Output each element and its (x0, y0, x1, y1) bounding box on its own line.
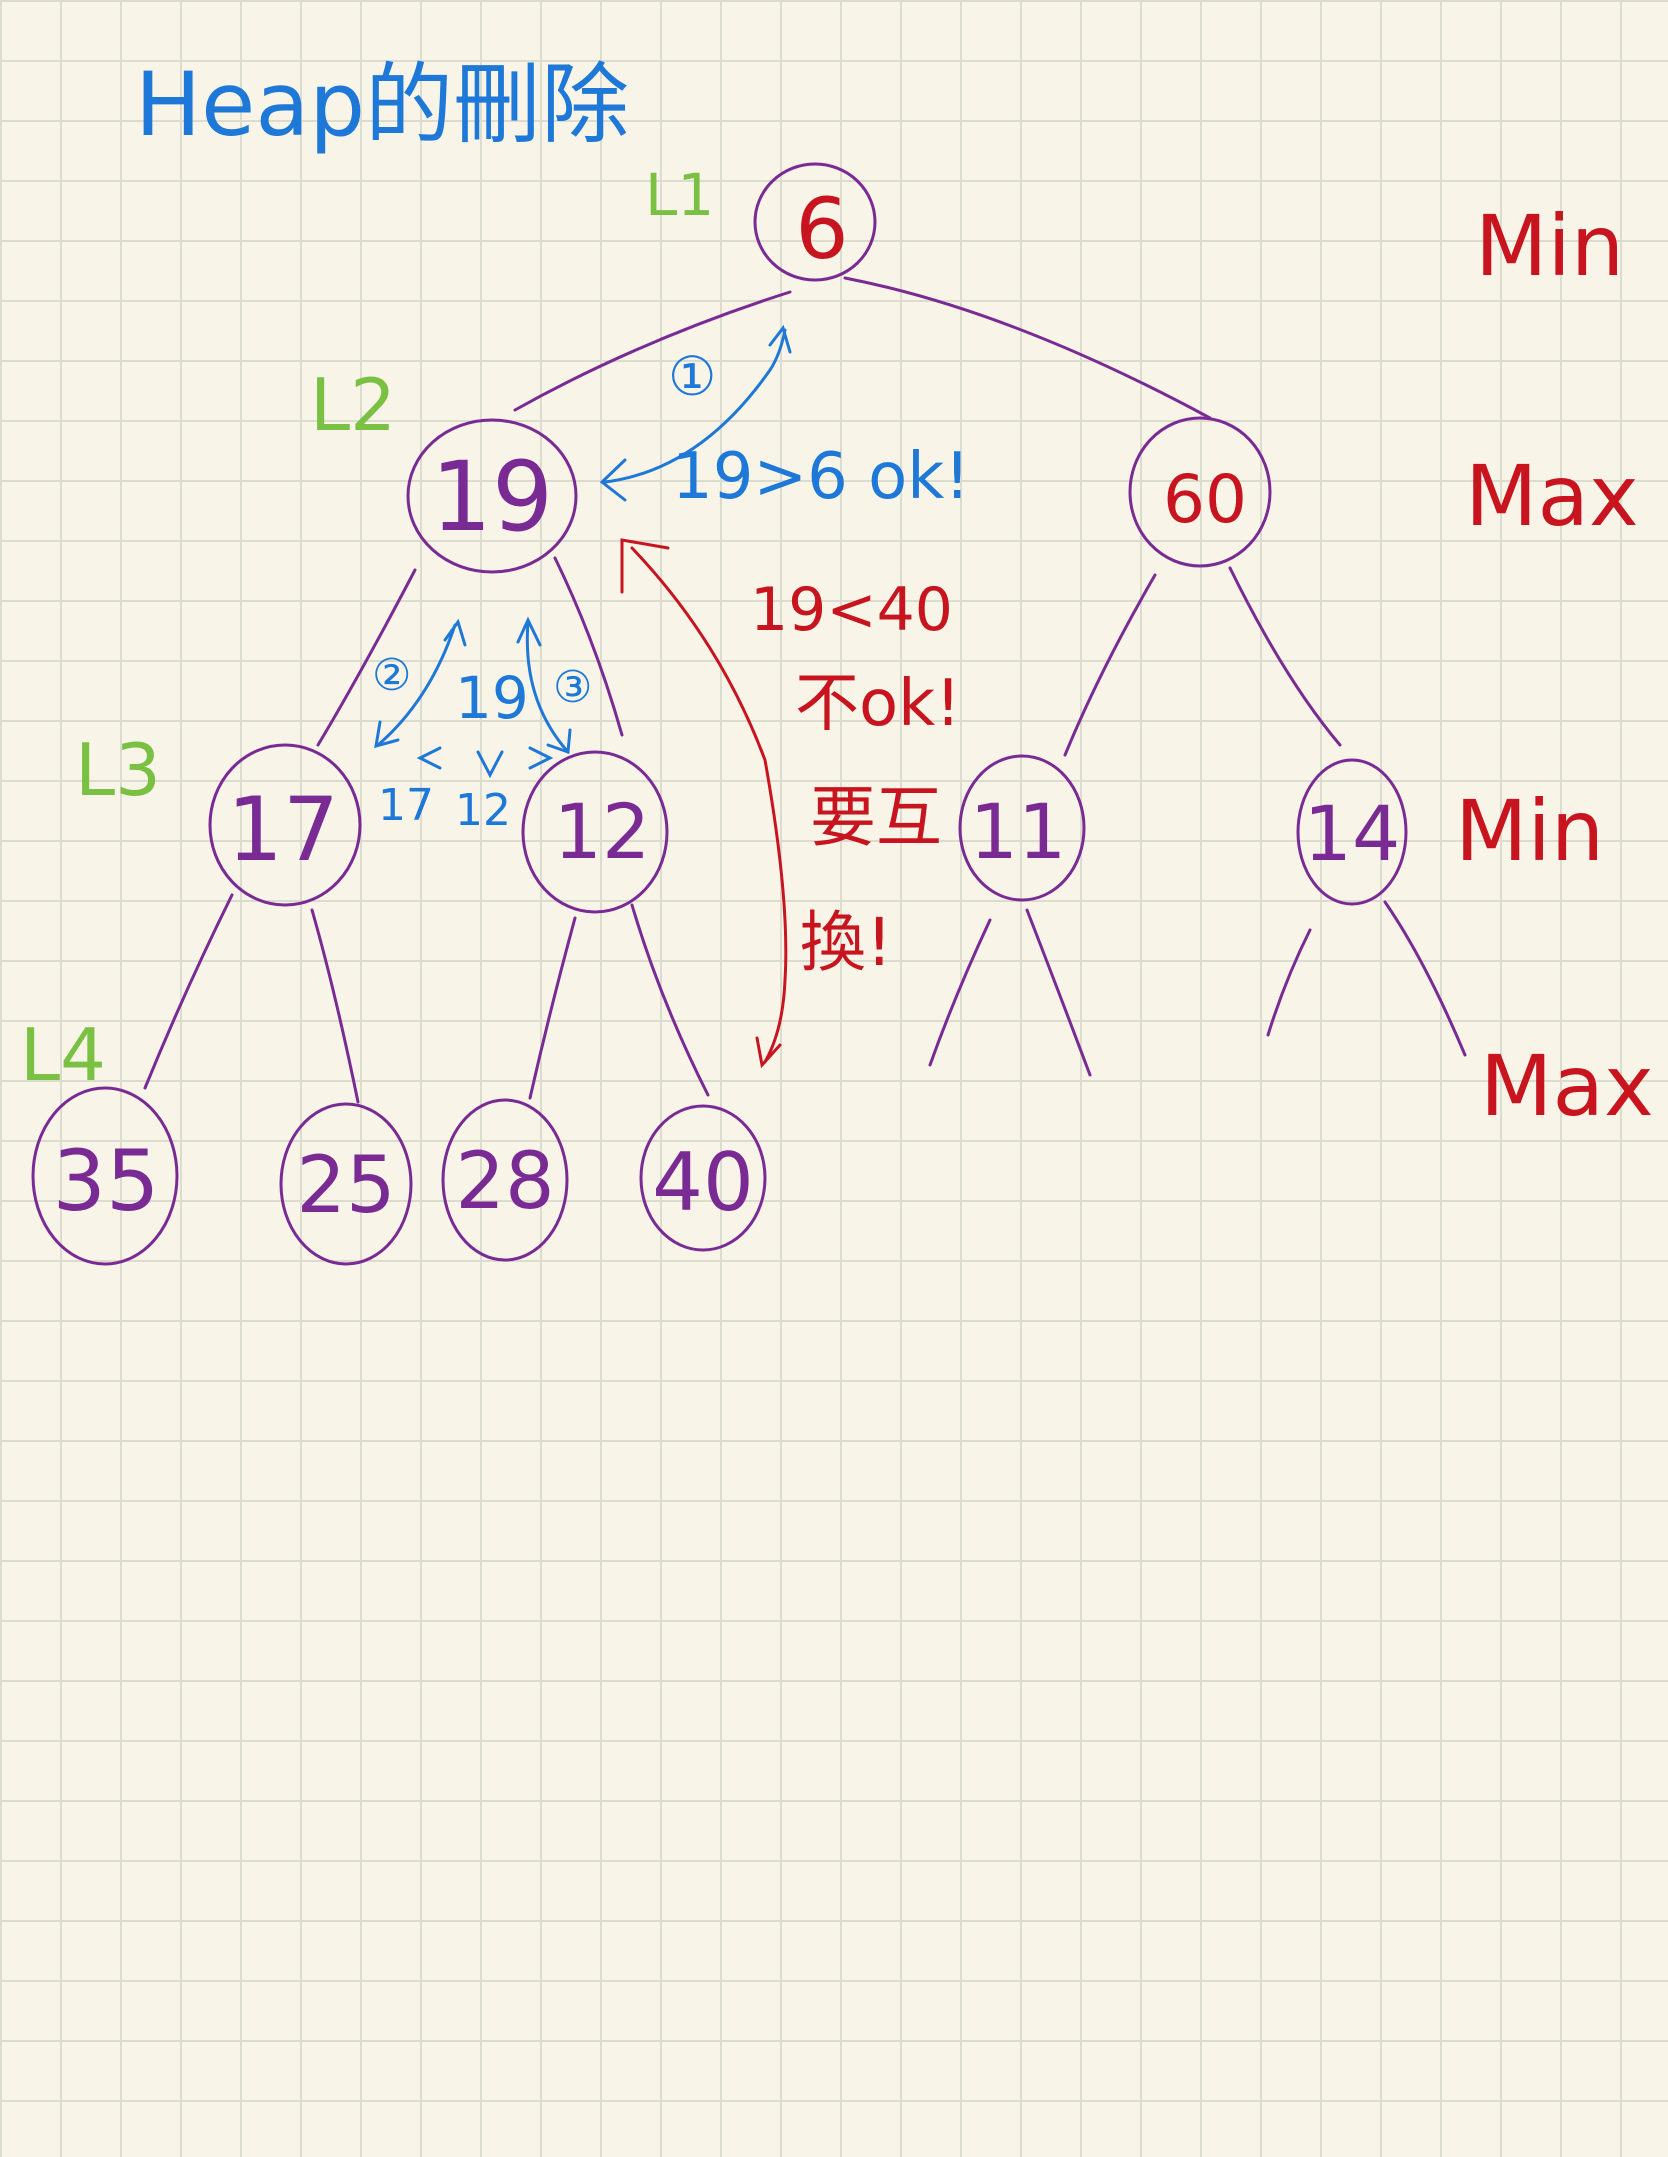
step1-text: 19>6 ok! (672, 440, 970, 514)
edge-l2right-l3c (1063, 573, 1157, 757)
node-l4-c-value: 28 (455, 1137, 554, 1227)
step1-marker: ① (668, 345, 716, 408)
step1-annotation (599, 324, 792, 502)
step3-arrow-head-top (516, 616, 542, 647)
compare-lt-sign (416, 746, 442, 770)
compare-gt-sign (528, 746, 554, 770)
node-l2-right-circle (1128, 416, 1272, 568)
node-l2-left-circle (406, 418, 578, 574)
node-l4-a-circle (31, 1086, 179, 1266)
compare-v-sign (476, 750, 504, 779)
node-l4-b-circle (279, 1102, 413, 1266)
edge-l3b-l4c (528, 916, 577, 1100)
edge-l2left-l3a (316, 568, 417, 747)
red-not-ok-text: 不ok! (795, 667, 961, 741)
edge-l3a-l4b (310, 908, 360, 1104)
red-compare-text: 19<40 (750, 575, 953, 645)
node-l3-c-circle (958, 754, 1086, 902)
node-l2-right-value: 60 (1163, 461, 1247, 538)
edge-root-l2left (513, 290, 792, 412)
edge-root-l2right (843, 276, 1212, 420)
swap-annotation (620, 538, 788, 1069)
node-l4-d-value: 40 (652, 1136, 754, 1229)
node-l2-left-value: 19 (431, 441, 553, 553)
edge-l2left-l3b (553, 556, 624, 737)
node-l3-a-value: 17 (227, 778, 339, 881)
step2-3-annotation (374, 616, 572, 779)
edge-l3d-right (1383, 900, 1467, 1057)
step2-arrow-curve (376, 623, 457, 747)
level-label-l1: L1 (645, 161, 714, 229)
side-label-max-1: Max (1465, 447, 1639, 545)
node-root-value: 6 (795, 180, 848, 278)
step2-arrow-head-top (443, 618, 467, 647)
edge-l3d-left (1266, 928, 1312, 1037)
edge-l3c-right (1025, 908, 1092, 1077)
side-label-min-1: Min (1475, 197, 1624, 295)
node-l4-c-circle (441, 1098, 569, 1262)
compare-top-value: 19 (455, 664, 529, 732)
step3-arrow-head-bottom (546, 728, 572, 755)
edge-l3b-l4d (630, 903, 710, 1097)
red-swap-text-2: 換! (800, 904, 892, 981)
step1-arrow-head-left (599, 458, 627, 502)
node-l4-a-value: 35 (53, 1132, 160, 1230)
level-label-l3: L3 (75, 728, 161, 812)
node-l3-d-circle (1296, 758, 1408, 906)
node-l3-d-value: 14 (1304, 789, 1401, 878)
side-label-max-2: Max (1480, 1037, 1654, 1135)
step3-arrow-curve (525, 620, 570, 754)
step2-marker: ② (372, 650, 411, 701)
step1-arrow-head-top (768, 324, 792, 354)
tree-edges (143, 276, 1467, 1104)
step3-marker: ③ (553, 662, 592, 713)
step2-arrow-head-bottom (374, 720, 400, 749)
edge-l3c-left (928, 918, 992, 1067)
diagram-title: Heap的刪除 (135, 53, 629, 156)
node-l3-b-value: 12 (554, 787, 651, 876)
side-label-min-2: Min (1455, 782, 1604, 880)
swap-arrow-curve (630, 546, 788, 1064)
red-swap-text-1: 要互 (810, 779, 942, 856)
node-l4-d-circle (639, 1104, 767, 1252)
level-label-l4: L4 (20, 1013, 106, 1097)
swap-arrow-head-top (620, 538, 670, 594)
compare-right-value: 12 (455, 785, 511, 836)
swap-arrow-head-bottom (755, 1036, 782, 1069)
node-l3-b-circle (521, 750, 669, 914)
level-label-l2: L2 (310, 363, 396, 447)
edge-l2right-l3d (1228, 566, 1342, 747)
node-l3-c-value: 11 (970, 787, 1067, 876)
compare-left-value: 17 (378, 780, 434, 831)
edge-l3a-l4a (143, 893, 234, 1090)
tree-nodes (31, 162, 1408, 1266)
step1-arrow-curve (603, 328, 787, 484)
node-l3-a-circle (208, 743, 362, 907)
node-l4-b-value: 25 (296, 1141, 395, 1231)
node-root-circle (753, 162, 877, 282)
